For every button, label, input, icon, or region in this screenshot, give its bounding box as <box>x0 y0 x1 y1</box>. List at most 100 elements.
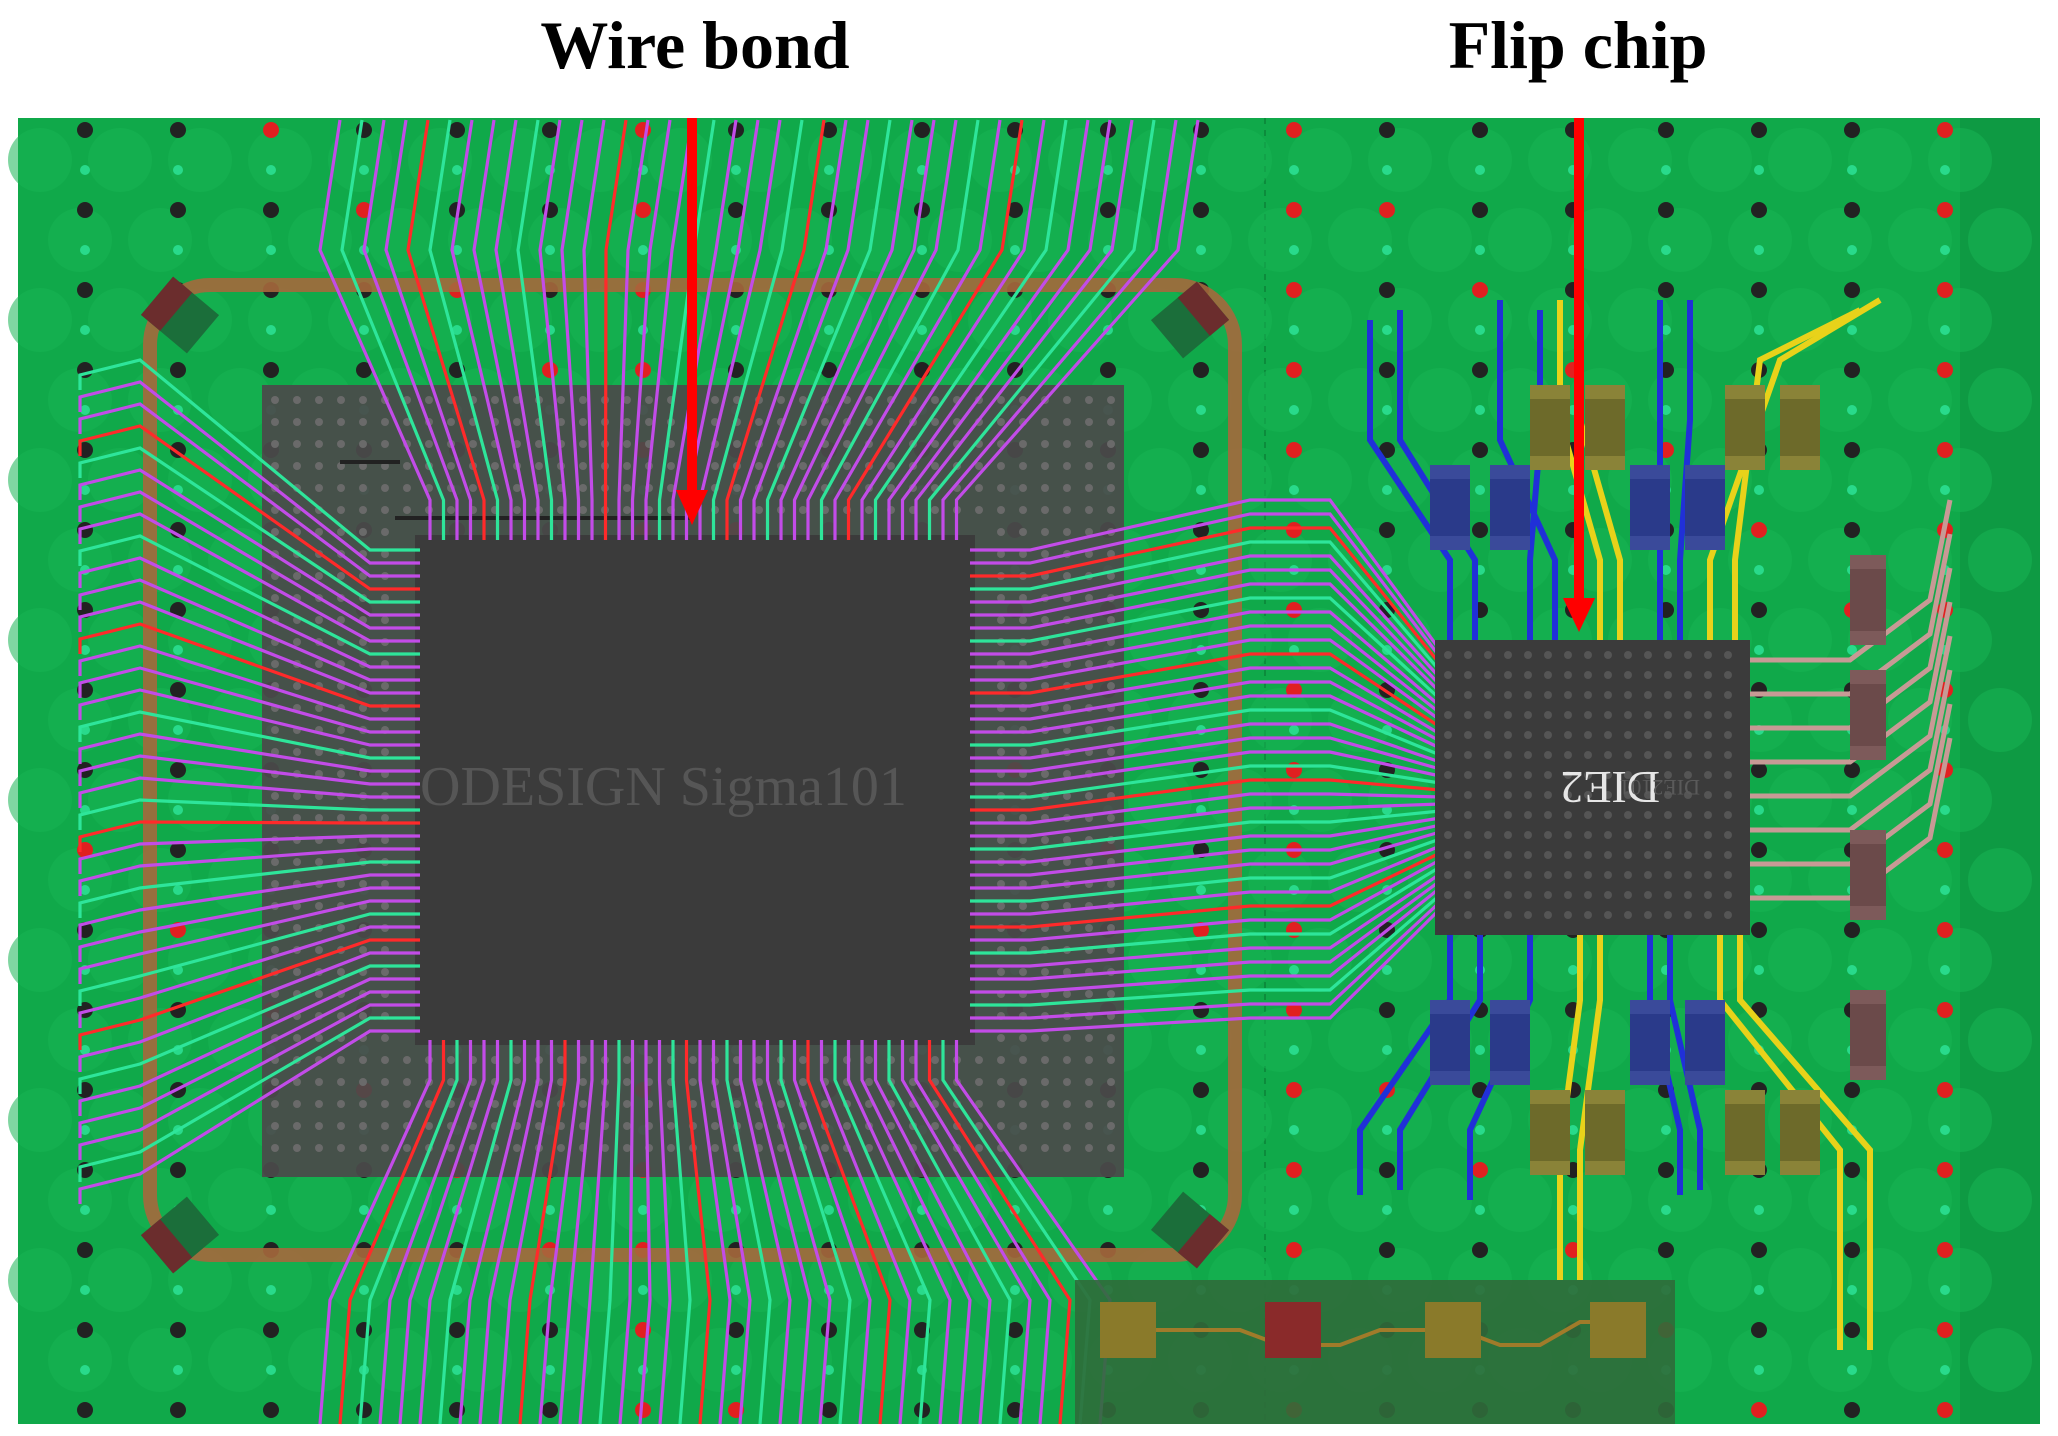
package-ball <box>579 396 587 404</box>
pad-circle <box>1328 1008 1392 1072</box>
smd-blue-bottom-end <box>1685 1000 1725 1014</box>
bump <box>1664 771 1672 779</box>
bump <box>1704 891 1712 899</box>
package-ball <box>337 418 345 426</box>
bump <box>1544 811 1552 819</box>
pad-circle <box>1288 928 1352 992</box>
pad-circle <box>1288 768 1352 832</box>
bond-wire-top <box>873 119 1068 540</box>
package-ball <box>337 814 345 822</box>
bond-wire-left <box>78 446 420 604</box>
pad-circle <box>1048 128 1112 192</box>
pad-circle <box>88 768 152 832</box>
bump <box>1524 811 1532 819</box>
bump <box>1604 671 1612 679</box>
via-small <box>173 645 183 655</box>
bump <box>1644 871 1652 879</box>
pad-circle <box>1168 1008 1232 1072</box>
package-ball <box>337 1144 345 1152</box>
bond-wire-bottom <box>578 1040 608 1425</box>
package-ball <box>1063 396 1071 404</box>
package-ball <box>1107 484 1115 492</box>
via-small <box>1754 965 1764 975</box>
bump <box>1624 851 1632 859</box>
pad-circle <box>1848 1248 1912 1312</box>
package-ball <box>1063 836 1071 844</box>
package-ball <box>1063 924 1071 932</box>
pad-circle <box>1408 208 1472 272</box>
via-red <box>1937 922 1953 938</box>
bump <box>1504 891 1512 899</box>
package-ball <box>1019 440 1027 448</box>
package-ball <box>579 1100 587 1108</box>
bond-wire-left <box>78 886 420 962</box>
via-black <box>1844 1322 1860 1338</box>
bump <box>1444 911 1452 919</box>
bump <box>1524 851 1532 859</box>
package-ball <box>337 506 345 514</box>
via-small <box>1289 1045 1299 1055</box>
package-ball <box>337 1078 345 1086</box>
die2-ghost-label: DIE2101 <box>1619 775 1700 800</box>
bump <box>1444 831 1452 839</box>
pad-circle <box>1608 288 1672 352</box>
bump <box>1584 671 1592 679</box>
package-ball <box>733 484 741 492</box>
bond-wire-right <box>970 680 1441 743</box>
package-ball <box>1041 550 1049 558</box>
bump <box>1524 731 1532 739</box>
package-ball <box>271 858 279 866</box>
via-small <box>1382 1045 1392 1055</box>
bond-wire-right <box>970 736 1441 773</box>
bump <box>1444 751 1452 759</box>
bump <box>1564 711 1572 719</box>
package-ball <box>975 1144 983 1152</box>
bond-wire-right <box>970 764 1441 799</box>
pad-circle <box>1848 928 1912 992</box>
via-red <box>1937 122 1953 138</box>
package-ball <box>557 1056 565 1064</box>
pad-circle <box>1768 768 1832 832</box>
bump <box>1724 831 1732 839</box>
pad-circle <box>1968 208 2032 272</box>
package-ball <box>315 396 323 404</box>
bond-wire-bottom <box>438 1040 513 1425</box>
package-ball <box>381 550 389 558</box>
bump <box>1544 851 1552 859</box>
pad-circle <box>968 128 1032 192</box>
package-ball <box>271 396 279 404</box>
bump <box>1704 751 1712 759</box>
smd-brown <box>1850 990 1886 1080</box>
bond-wire-bottom <box>927 1040 1072 1425</box>
package-ball <box>535 1100 543 1108</box>
bump <box>1524 671 1532 679</box>
via-small <box>1475 1045 1485 1055</box>
bump <box>1604 731 1612 739</box>
package-ball <box>293 638 301 646</box>
pad-circle <box>1248 208 1312 272</box>
bond-wire-bottom <box>792 1040 872 1425</box>
pad-circle <box>1688 288 1752 352</box>
bump <box>1544 891 1552 899</box>
via-small <box>731 1285 741 1295</box>
pad-circle <box>88 448 152 512</box>
package-ball <box>469 484 477 492</box>
corner-component-tr <box>1150 281 1230 359</box>
pad-circle <box>88 608 152 672</box>
package-ball <box>1063 1078 1071 1086</box>
bump <box>1704 791 1712 799</box>
bump <box>1724 771 1732 779</box>
bond-wire-right <box>970 823 1441 877</box>
wire-bond-die <box>415 535 975 1045</box>
package-ball <box>381 1100 389 1108</box>
smd-olive-bottom-end <box>1585 1161 1625 1175</box>
bump <box>1624 791 1632 799</box>
via-black <box>1844 122 1860 138</box>
smd-blue-end <box>1685 536 1725 550</box>
bump <box>1664 751 1672 759</box>
bump <box>1584 811 1592 819</box>
via-small <box>173 245 183 255</box>
bump <box>1604 711 1612 719</box>
package-ball <box>1019 550 1027 558</box>
via-black <box>1379 1162 1395 1178</box>
